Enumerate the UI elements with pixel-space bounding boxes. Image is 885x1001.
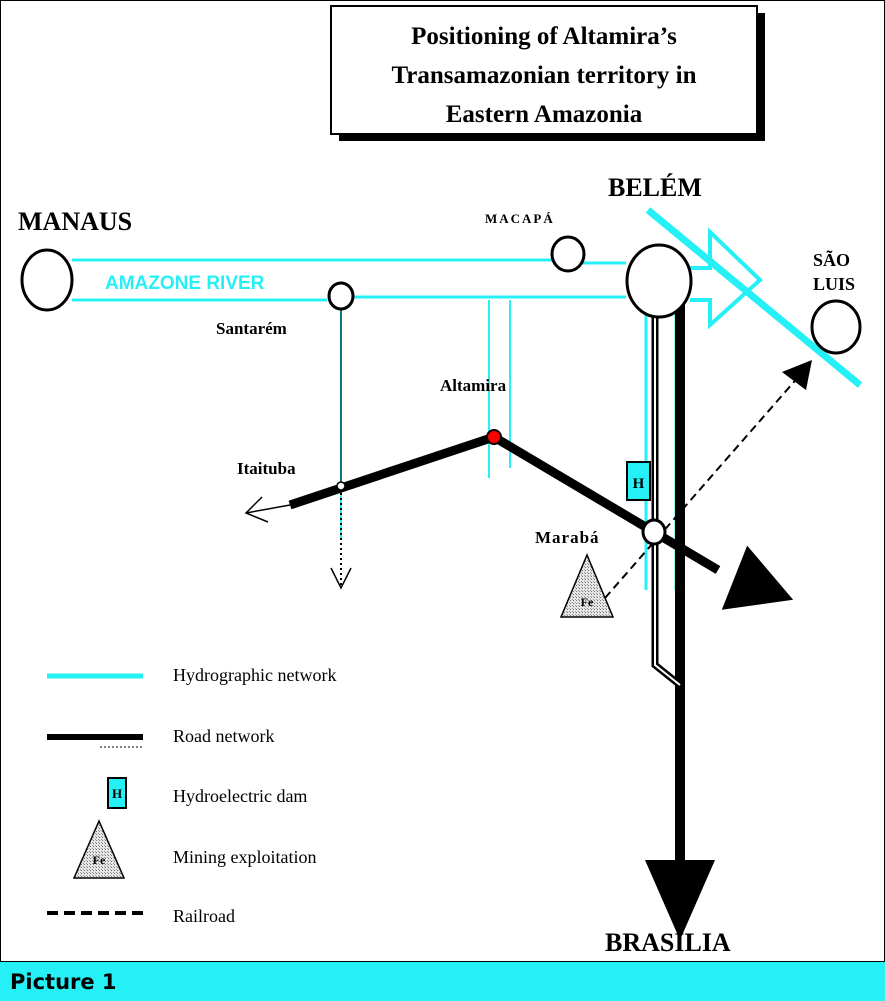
label-itaituba: Itaituba (237, 459, 296, 478)
dam-letter: H (633, 476, 645, 492)
title-line-3: Eastern Amazonia (446, 101, 643, 128)
sao-luis-marker (810, 299, 862, 355)
maraba-marker (641, 518, 667, 546)
label-sao-luis-line1: SÃO (813, 249, 850, 270)
label-macapa: MACAPÁ (485, 211, 555, 226)
map-canvas: Positioning of Altamira’s Transamazonian… (18, 5, 863, 957)
legend-dam-swatch (107, 777, 127, 809)
manaus-marker (20, 248, 74, 312)
legend-dam-letter: H (112, 786, 122, 801)
title-line-2: Transamazonian territory in (391, 62, 696, 89)
title-box: Positioning of Altamira’s Transamazonian… (330, 5, 765, 141)
legend-railroad-label: Railroad (173, 906, 235, 926)
altamira-marker (486, 429, 502, 445)
itaituba-arrow (244, 496, 291, 523)
label-brasilia: BRASÍLIA (605, 928, 731, 957)
river-arrow (690, 227, 763, 330)
hydrographic-network (72, 207, 863, 590)
railroad-arrow (782, 360, 812, 390)
legend-mining-swatch (72, 819, 126, 879)
mining-letter: Fe (581, 595, 594, 609)
east-road-arrow (721, 545, 794, 610)
label-belem: BELÉM (608, 173, 702, 202)
legend-mining-letter: Fe (93, 853, 106, 867)
tucurui-dam: H (626, 461, 651, 501)
river-label: AMAZONE RIVER (105, 273, 265, 294)
legend-road-label: Road network (173, 726, 274, 746)
caption-label: Picture 1 (10, 970, 117, 994)
macapa-marker (550, 235, 586, 273)
road-dotted-arrow (330, 567, 352, 590)
label-manaus: MANAUS (18, 207, 132, 236)
caption-bar: Picture 1 (0, 961, 885, 1001)
itaituba-marker (336, 481, 346, 491)
road-network (244, 305, 794, 940)
road-line (654, 305, 681, 686)
legend-mining-label: Mining exploitation (173, 847, 317, 867)
belem-marker (625, 243, 693, 319)
label-santarem: Santarém (216, 319, 287, 338)
railroad (604, 360, 812, 599)
legend: Hydrographic network Road network H Hydr… (47, 665, 336, 926)
title-line-1: Positioning of Altamira’s (411, 23, 677, 50)
coastal-line (645, 207, 863, 388)
legend-dam-label: Hydroelectric dam (173, 786, 307, 806)
cities (20, 235, 862, 546)
brasilia-arrow (645, 860, 715, 940)
label-sao-luis-line2: LUIS (813, 274, 855, 294)
carajas-mining: Fe (559, 553, 615, 618)
santarem-marker (327, 281, 355, 311)
label-altamira: Altamira (440, 376, 507, 395)
legend-hydro-label: Hydrographic network (173, 665, 336, 685)
label-maraba: Marabá (535, 528, 600, 547)
